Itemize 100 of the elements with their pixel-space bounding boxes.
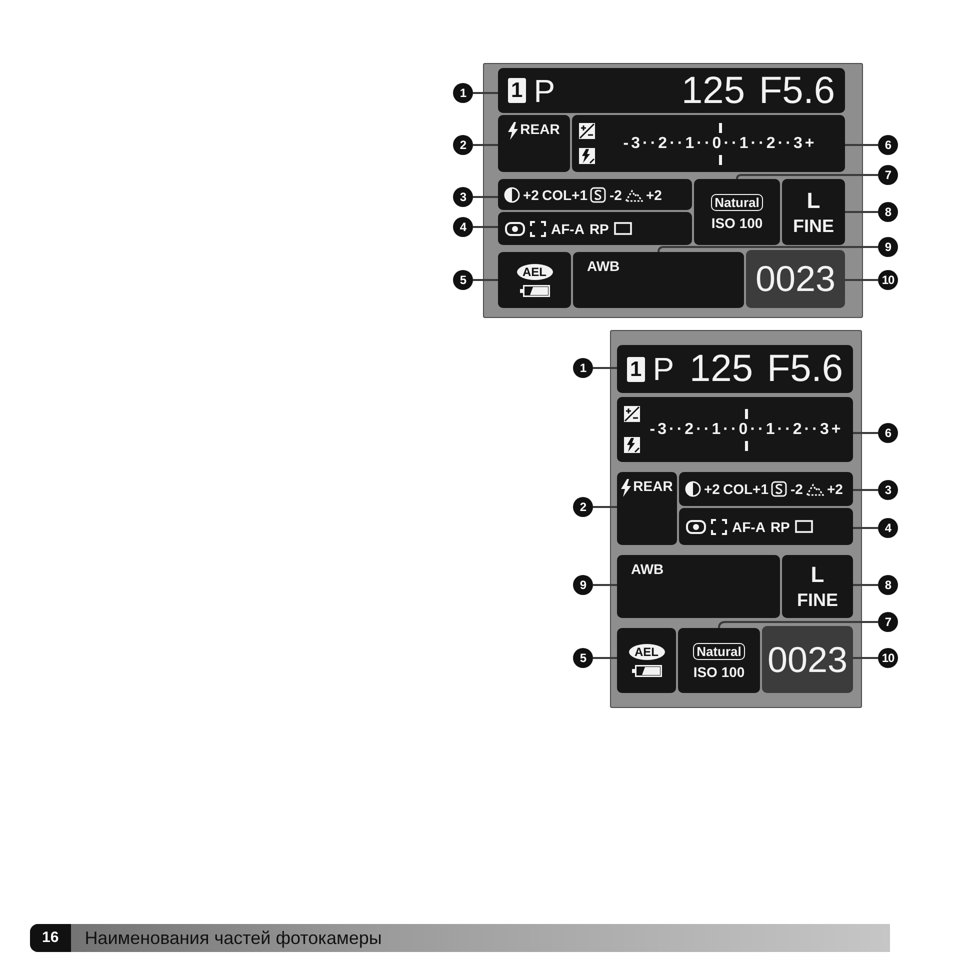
- image-settings-panel: [679, 472, 853, 506]
- saturation-value: -2: [790, 482, 803, 496]
- page-number: 16: [30, 924, 71, 952]
- leader-line: [473, 92, 498, 94]
- leader-line: [593, 657, 617, 659]
- flash-mode-panel: [498, 115, 570, 172]
- drive-setting-text: RP: [770, 520, 790, 534]
- callout-number: 9: [573, 575, 593, 595]
- focus-settings-panel: [679, 508, 853, 545]
- scale-numbers: -3··2··1··0··1··2··3+: [650, 422, 844, 438]
- image-settings-panel: [498, 179, 692, 210]
- wb-mode-panel: [617, 555, 780, 618]
- wb-mode-text: AWB: [587, 259, 620, 273]
- leader-line: [845, 279, 878, 281]
- leader-line: [473, 144, 498, 146]
- flash-mode-text: REAR: [520, 122, 560, 136]
- callout-number: 1: [453, 83, 473, 103]
- af-mode-text: AF-A: [732, 520, 766, 534]
- callout-number: 4: [453, 217, 473, 237]
- callout-number: 7: [878, 612, 898, 632]
- callout-number: 4: [878, 518, 898, 538]
- image-quality: FINE: [792, 216, 834, 234]
- callout-number: 6: [878, 135, 898, 155]
- flash-mode-panel: [617, 472, 677, 545]
- exposure-scale-panel: [617, 397, 853, 462]
- frame-count: 0023: [767, 642, 848, 678]
- contrast-value: +2: [523, 188, 539, 202]
- leader-line: [473, 279, 498, 281]
- saturation-value: -2: [609, 188, 622, 202]
- leader-line: [853, 657, 878, 659]
- leader-line: [658, 246, 878, 252]
- sharpness-value: +2: [646, 188, 662, 202]
- leader-line: [853, 489, 878, 491]
- callout-number: 3: [878, 480, 898, 500]
- picture-style-panel: [694, 179, 780, 245]
- shutter-speed: 125: [690, 350, 753, 388]
- memory-number: 1: [627, 356, 645, 382]
- picture-style-label: Natural: [692, 642, 746, 660]
- callout-number: 6: [878, 423, 898, 443]
- wb-mode-text: AWB: [631, 562, 664, 576]
- scale-numbers: -3··2··1··0··1··2··3+: [623, 136, 817, 152]
- wb-mode-panel: [573, 252, 744, 308]
- callout-number: 8: [878, 575, 898, 595]
- leader-line: [473, 196, 498, 198]
- exposure-mode: P: [534, 74, 556, 106]
- callout-number: 5: [573, 648, 593, 668]
- af-mode-text: AF-A: [551, 222, 584, 236]
- frame-counter-panel: [762, 626, 853, 693]
- iso-value: ISO 100: [693, 664, 745, 678]
- image-size: L: [810, 564, 824, 586]
- leader-line: [473, 226, 498, 228]
- image-quality: FINE: [796, 591, 838, 609]
- leader-line: [736, 174, 878, 180]
- leader-line: [593, 506, 617, 508]
- leader-line: [853, 527, 878, 529]
- callout-number: 5: [453, 270, 473, 290]
- callout-number: 3: [453, 187, 473, 207]
- lock-battery-panel: [498, 252, 571, 308]
- picture-style-label: Natural: [710, 194, 764, 211]
- sharpness-value: +2: [826, 482, 843, 496]
- leader-line: [845, 144, 878, 146]
- color-mode-value: COL+1: [722, 482, 768, 496]
- frame-count: 0023: [755, 261, 836, 297]
- callout-number: 2: [573, 497, 593, 517]
- image-quality-panel: [782, 179, 845, 245]
- leader-line: [593, 367, 617, 369]
- leader-line: [853, 584, 878, 586]
- aperture-value: F5.6: [766, 350, 843, 388]
- leader-line: [593, 584, 617, 586]
- callout-number: 7: [878, 165, 898, 185]
- ael-indicator: AEL: [516, 264, 552, 280]
- image-size: L: [806, 190, 820, 212]
- callout-number: 2: [453, 135, 473, 155]
- callout-number: 9: [878, 237, 898, 257]
- exposure-mode: P: [652, 353, 674, 385]
- drive-setting-text: RP: [589, 222, 609, 236]
- iso-value: ISO 100: [711, 216, 763, 230]
- ael-indicator: AEL: [628, 644, 664, 660]
- contrast-value: +2: [704, 482, 720, 496]
- picture-style-panel: [678, 628, 760, 693]
- leader-line: [845, 211, 878, 213]
- lcd-screen: [483, 63, 863, 318]
- callout-number: 8: [878, 202, 898, 222]
- exposure-readout-panel: [617, 345, 853, 393]
- callout-number: 10: [878, 648, 898, 668]
- callout-number: 1: [573, 358, 593, 378]
- focus-settings-panel: [498, 212, 692, 245]
- lock-battery-panel: [617, 628, 676, 693]
- section-title: Наименования частей фотокамеры: [84, 928, 382, 948]
- shutter-speed: 125: [682, 72, 745, 110]
- frame-counter-panel: [746, 250, 845, 308]
- callout-number: 10: [878, 270, 898, 290]
- image-quality-panel: [782, 555, 853, 618]
- flash-mode-text: REAR: [633, 479, 673, 493]
- aperture-value: F5.6: [758, 72, 835, 110]
- lcd-screen: [610, 330, 862, 708]
- memory-number: 1: [508, 78, 526, 103]
- color-mode-value: COL+1: [542, 188, 588, 202]
- exposure-readout-panel: [498, 68, 845, 113]
- exposure-scale-panel: [572, 115, 845, 172]
